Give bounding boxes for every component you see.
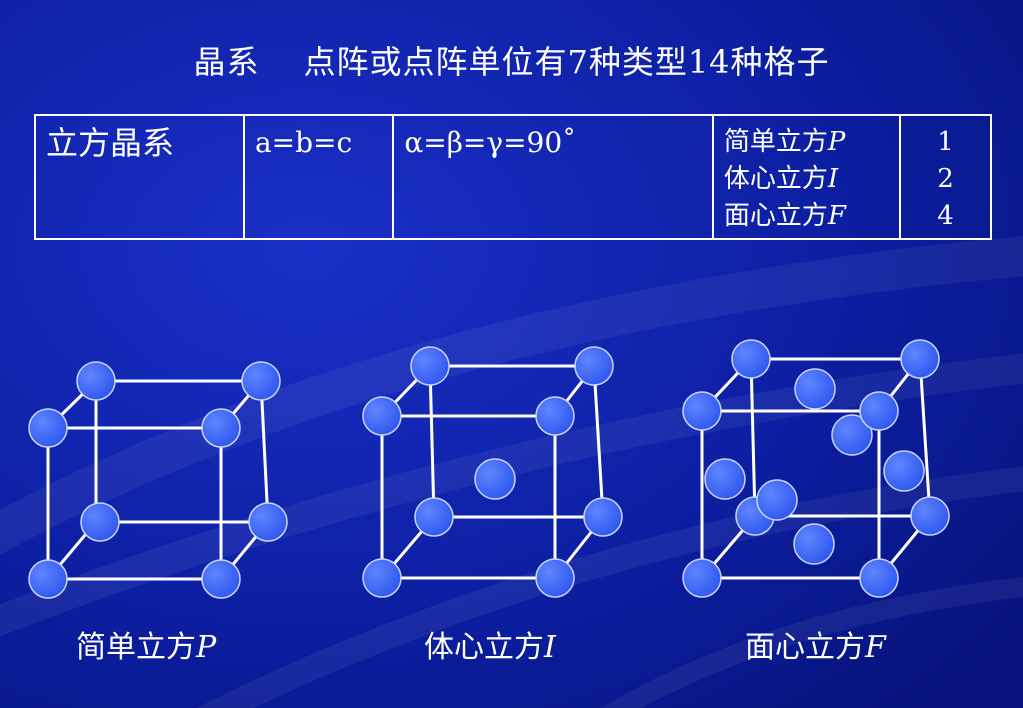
angles-cell: α=β=γ=90˚ <box>392 114 714 240</box>
atom <box>28 559 68 599</box>
atom <box>859 391 899 431</box>
atom <box>76 361 116 401</box>
axes-cell: a=b=c <box>242 114 395 240</box>
atom <box>80 502 120 542</box>
atom <box>474 458 516 500</box>
atom <box>900 339 940 379</box>
atom <box>362 558 402 598</box>
title-lattice-summary: 点阵或点阵单位有7种类型14种格子 <box>303 43 830 81</box>
atom <box>793 523 835 565</box>
body-centered-atoms <box>362 346 623 598</box>
atom <box>201 408 241 448</box>
atom <box>535 396 575 436</box>
atom <box>414 497 454 537</box>
atom <box>756 479 798 521</box>
atom <box>682 558 722 598</box>
atom <box>201 559 241 599</box>
atom <box>794 368 836 410</box>
lattice-counts-cell: 1 2 4 <box>898 114 993 240</box>
caption-face-centered: 面心立方F <box>745 630 886 665</box>
lattice-types-cell: 简单立方P 体心立方I 面心立方F <box>711 114 901 240</box>
system-cell: 立方晶系 <box>34 114 245 240</box>
lattice-type-item: 简单立方P <box>723 127 846 157</box>
caption-simple-cubic: 简单立方P <box>76 630 217 665</box>
lattice-count: 4 <box>937 201 954 231</box>
slide-title: 晶系 点阵或点阵单位有7种类型14种格子 <box>0 38 1023 86</box>
title-crystal-system: 晶系 <box>193 43 260 81</box>
atom <box>831 414 873 456</box>
atom <box>731 339 771 379</box>
atom <box>241 361 281 401</box>
atom <box>535 558 575 598</box>
crystal-system-table: 立方晶系 a=b=c α=β=γ=90˚ 简单立方P 体心立方I 面心立方F 1… <box>34 114 993 240</box>
table-row: 立方晶系 a=b=c α=β=γ=90˚ 简单立方P 体心立方I 面心立方F 1… <box>34 114 993 240</box>
atom <box>28 408 68 448</box>
face-centered-atoms <box>682 339 950 598</box>
simple-cubic-atoms <box>28 361 288 599</box>
atom <box>910 496 950 536</box>
atom <box>362 396 402 436</box>
atom <box>410 346 450 386</box>
atom <box>682 391 722 431</box>
atom <box>704 458 746 500</box>
atom <box>583 497 623 537</box>
lattice-count: 2 <box>937 164 954 194</box>
caption-body-centered: 体心立方I <box>424 630 556 665</box>
atom <box>859 558 899 598</box>
atom <box>574 346 614 386</box>
atom <box>248 502 288 542</box>
lattice-type-item: 面心立方F <box>723 201 846 231</box>
lattice-count: 1 <box>937 127 954 157</box>
simple-cubic-diagram <box>46 379 270 581</box>
lattice-type-item: 体心立方I <box>723 164 839 194</box>
atom <box>883 450 925 492</box>
